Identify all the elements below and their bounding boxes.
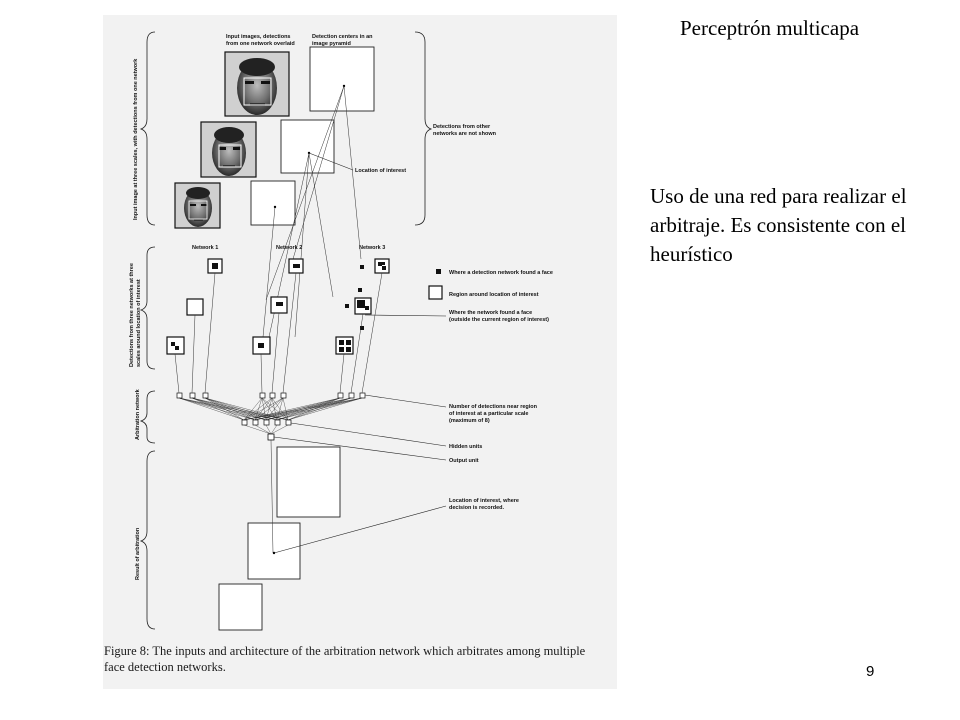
svg-text:Network 2: Network 2	[276, 245, 302, 251]
detection-boxes	[166, 258, 390, 355]
label-hidden-units: Hidden units	[449, 444, 482, 450]
svg-text:of interest at a particular sc: of interest at a particular scale	[449, 411, 528, 417]
side-label-result: Result of arbitration	[135, 527, 141, 580]
output-unit	[267, 433, 275, 441]
legend-found-face: Where a detection network found a face	[449, 270, 553, 276]
legend-open-square-icon	[428, 285, 443, 300]
detection-to-input-lines	[174, 272, 383, 394]
hidden-units	[241, 419, 292, 426]
svg-text:networks are not shown: networks are not shown	[433, 131, 497, 137]
svg-text:Number of detections near regi: Number of detections near region	[449, 404, 538, 410]
label-other-networks-1: Detections from other	[433, 124, 491, 130]
svg-text:Hidden units: Hidden units	[449, 444, 482, 450]
image-pyramid	[250, 46, 375, 226]
svg-text:Location of interest: Location of interest	[355, 168, 406, 174]
svg-text:scales around location of inte: scales around location of interest	[136, 279, 142, 367]
face-image-medium	[200, 121, 257, 178]
label-network-3: Network 3	[359, 245, 385, 251]
face-image-small	[174, 182, 221, 229]
label-detection-centers-1: Detection centers in an	[312, 34, 373, 40]
label-location-of-interest: Location of interest	[355, 168, 406, 174]
legend-filled-square-icon	[436, 269, 441, 274]
legend-outside-1: Where the network found a face	[449, 310, 532, 316]
svg-text:Detection centers in an: Detection centers in an	[312, 34, 373, 40]
label-detection-centers-2: image pyramid	[312, 41, 351, 47]
svg-text:Result of arbitration: Result of arbitration	[135, 527, 141, 580]
legend-outside-2: (outside the current region of interest)	[449, 317, 549, 323]
legend-region: Region around location of interest	[449, 292, 539, 298]
arbitration-diagram: Input images, detections from one networ…	[129, 31, 553, 631]
svg-text:Input image at three scales, w: Input image at three scales, with detect…	[133, 58, 139, 220]
svg-text:Where the network found a face: Where the network found a face	[449, 310, 532, 316]
svg-text:image pyramid: image pyramid	[312, 41, 351, 47]
side-label-input-image: Input image at three scales, with detect…	[133, 58, 139, 220]
slide-title: Perceptrón multicapa	[680, 16, 860, 40]
svg-text:Detections from three networks: Detections from three networks at three	[129, 263, 135, 367]
label-input-images-2: from one network overlaid	[226, 41, 295, 47]
svg-text:Region around location of inte: Region around location of interest	[449, 292, 539, 298]
svg-text:Output unit: Output unit	[449, 458, 479, 464]
svg-text:Where a detection network foun: Where a detection network found a face	[449, 270, 553, 276]
label-num-detections-2: of interest at a particular scale	[449, 411, 528, 417]
svg-text:decision is recorded.: decision is recorded.	[449, 505, 504, 511]
svg-text:(maximum of 8): (maximum of 8)	[449, 418, 490, 424]
svg-text:(outside the current region of: (outside the current region of interest)	[449, 317, 549, 323]
label-location-decision-2: decision is recorded.	[449, 505, 504, 511]
svg-text:Network 3: Network 3	[359, 245, 385, 251]
slide-body-text: Uso de una red para realizar el arbitraj…	[650, 184, 907, 266]
figure-caption: Figure 8: The inputs and architecture of…	[104, 644, 586, 674]
label-location-decision-1: Location of interest, where	[449, 498, 519, 504]
svg-text:Arbitration network: Arbitration network	[135, 388, 141, 440]
label-num-detections-3: (maximum of 8)	[449, 418, 490, 424]
side-label-arbitration: Arbitration network	[135, 388, 141, 440]
arbitration-input-units	[176, 392, 366, 399]
svg-text:Input images, detections: Input images, detections	[226, 34, 290, 40]
result-pyramid	[218, 446, 341, 631]
label-network-2: Network 2	[276, 245, 302, 251]
arbitration-weights	[178, 397, 363, 435]
label-output-unit: Output unit	[449, 458, 479, 464]
label-network-1: Network 1	[192, 245, 218, 251]
label-other-networks-2: networks are not shown	[433, 131, 497, 137]
face-image-large	[224, 51, 290, 117]
svg-text:Detections from other: Detections from other	[433, 124, 491, 130]
svg-text:from one network overlaid: from one network overlaid	[226, 41, 295, 47]
side-label-detections-1: Detections from three networks at three	[129, 263, 135, 367]
figure-scan: Input images, detections from one networ…	[103, 15, 617, 689]
svg-text:Location of interest, where: Location of interest, where	[449, 498, 519, 504]
side-label-detections-2: scales around location of interest	[136, 279, 142, 367]
label-num-detections-1: Number of detections near region	[449, 404, 538, 410]
page-number: 9	[866, 663, 875, 680]
label-input-images-1: Input images, detections	[226, 34, 290, 40]
svg-text:Network 1: Network 1	[192, 245, 218, 251]
